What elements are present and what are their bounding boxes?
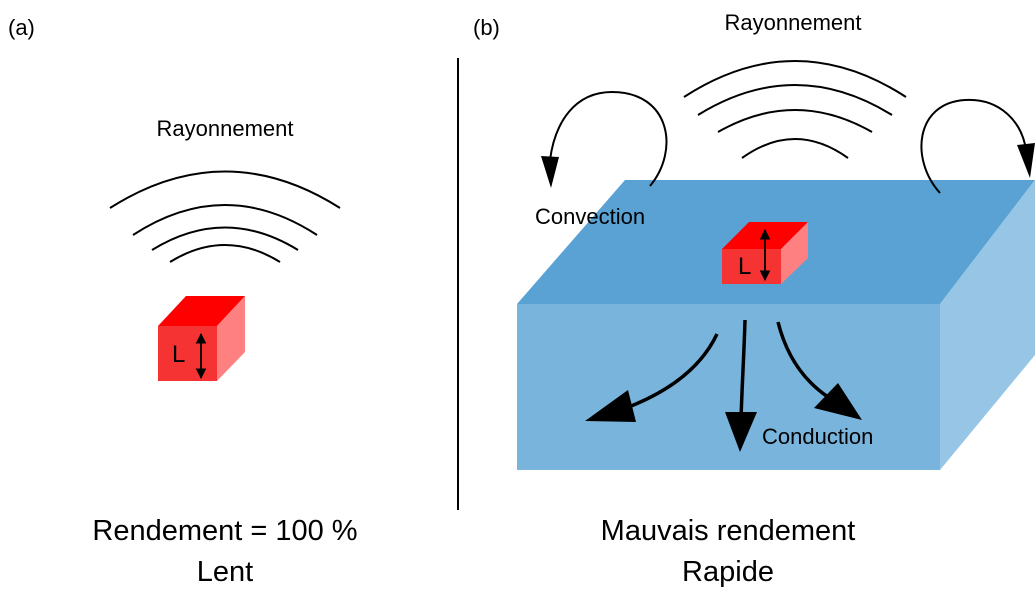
block-front-face	[517, 304, 940, 470]
sample-cube-b: L	[722, 222, 808, 284]
panel-b-tag: (b)	[473, 15, 500, 40]
caption-a-line1: Rendement = 100 %	[92, 515, 357, 547]
radiation-waves-b	[683, 60, 907, 159]
conduction-label: Conduction	[762, 424, 873, 449]
panel-a-tag: (a)	[8, 15, 35, 40]
block-side-face	[940, 180, 1035, 470]
cube-side-face	[781, 222, 808, 284]
caption-b-line2: Rapide	[682, 556, 774, 588]
cube-letter-a: L	[172, 341, 185, 368]
cube-top-face	[158, 296, 245, 326]
radiation-waves-a	[109, 170, 341, 263]
cube-front-face	[158, 326, 217, 381]
radiation-label-a: Rayonnement	[157, 116, 294, 141]
conduction-arrow-right	[776, 321, 862, 420]
convection-arrow-right	[920, 98, 1035, 194]
caption-b-line1: Mauvais rendement	[601, 515, 856, 547]
convection-arrow-left	[541, 90, 668, 188]
conduction-arrow-center	[725, 319, 757, 452]
conduction-arrow-left	[585, 333, 719, 422]
caption-a-line2: Lent	[197, 556, 253, 588]
sample-cube-a: L	[158, 296, 245, 381]
cube-side-face	[217, 296, 245, 381]
cube-front-face	[722, 249, 781, 284]
radiation-label-b: Rayonnement	[725, 10, 862, 35]
cube-letter-b: L	[738, 253, 751, 280]
convection-label: Convection	[535, 204, 645, 229]
